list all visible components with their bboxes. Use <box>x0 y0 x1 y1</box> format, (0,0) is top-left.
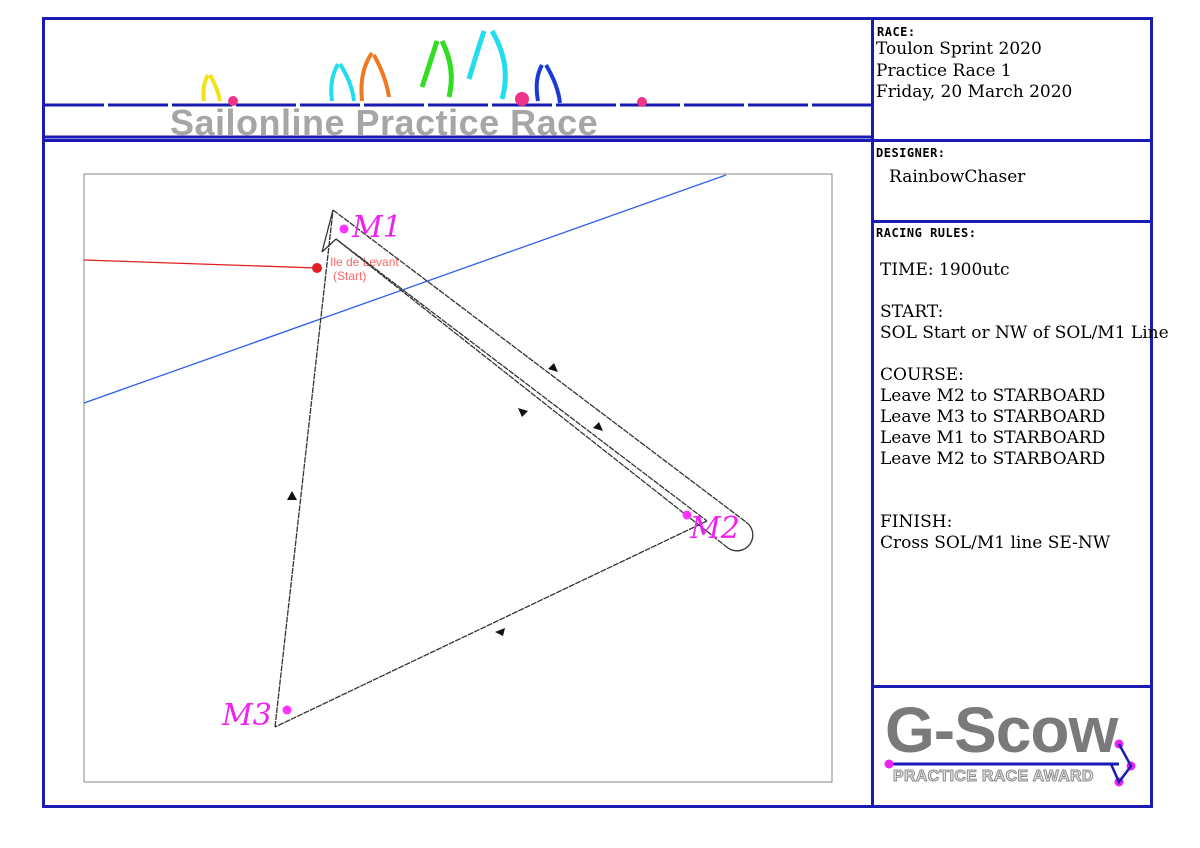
sail-yellow <box>201 73 210 102</box>
race-name: Toulon Sprint 2020 <box>876 39 1042 59</box>
arrow-icon <box>495 628 505 636</box>
route-leg <box>274 209 334 728</box>
rules-label: RACING RULES: <box>876 226 977 240</box>
logo-course-line <box>1109 743 1133 785</box>
map-frame <box>83 173 833 783</box>
route-leg <box>335 238 708 522</box>
rules-time: TIME: 1900utc <box>880 260 1010 280</box>
start-point <box>312 263 322 273</box>
rules-course-leg: Leave M2 to STARBOARD <box>880 449 1106 469</box>
mark-m3 <box>282 705 292 715</box>
route <box>274 209 754 728</box>
sail-green-2 <box>439 39 454 98</box>
race-date: Friday, 20 March 2020 <box>876 82 1073 102</box>
route-leg <box>321 209 334 253</box>
race-subtitle: Practice Race 1 <box>876 61 1012 81</box>
arrow-icon <box>548 363 558 372</box>
rules-course-heading: COURSE: <box>880 365 964 385</box>
direction-arrows <box>287 363 603 636</box>
sail-green <box>419 40 440 88</box>
route-leg <box>274 520 708 728</box>
boat-dot <box>515 92 529 106</box>
start-line <box>83 259 318 269</box>
route-leg <box>332 209 747 523</box>
banner-title: Sailonline Practice Race <box>170 102 599 143</box>
sail-yellow-2 <box>208 74 222 102</box>
logo-brand: G-Scow <box>885 694 1118 766</box>
designer-name: RainbowChaser <box>889 167 1026 187</box>
mark-m1 <box>339 224 349 234</box>
mark-label-m1: M1 <box>351 210 402 245</box>
sail-orange-2 <box>372 54 391 98</box>
start-label-sub: (Start) <box>333 269 366 283</box>
route-turn-m2 <box>727 521 754 552</box>
boat-dot <box>637 97 647 107</box>
rules-start-heading: START: <box>880 302 944 322</box>
sail-blue <box>534 64 544 102</box>
race-label: RACE: <box>877 25 916 39</box>
blue-line <box>83 174 727 404</box>
mark-label-m3: M3 <box>221 698 272 733</box>
rules-course-leg: Leave M3 to STARBOARD <box>880 407 1106 427</box>
logo-award-text: PRACTICE RACE AWARD <box>893 768 1094 786</box>
rules-start-text: SOL Start or NW of SOL/M1 Line <box>880 323 1169 343</box>
sail-cyan <box>329 62 340 102</box>
sail-cyan-big-2 <box>489 29 508 100</box>
logo-panel <box>871 685 1153 808</box>
banner-graphic <box>44 29 872 139</box>
arrow-icon <box>593 422 603 431</box>
sail-orange <box>359 51 374 102</box>
rules-finish-text: Cross SOL/M1 line SE-NW <box>880 533 1111 553</box>
sail-cyan-2 <box>338 62 356 102</box>
logo-graphic <box>884 739 1136 787</box>
rules-course-leg: Leave M2 to STARBOARD <box>880 386 1106 406</box>
mark-m2 <box>682 510 692 520</box>
mark-label-m2: M2 <box>689 511 740 546</box>
arrow-icon <box>287 491 297 500</box>
sail-blue-2 <box>544 63 562 104</box>
sail-cyan-big <box>466 30 487 80</box>
rules-course-leg: Leave M1 to STARBOARD <box>880 428 1106 448</box>
logo-dot <box>884 759 894 769</box>
route-leg <box>321 238 337 253</box>
boat-dot <box>228 96 238 106</box>
route-leg <box>335 238 729 549</box>
designer-label: DESIGNER: <box>876 146 946 160</box>
rules-finish-heading: FINISH: <box>880 512 953 532</box>
arrow-icon <box>518 408 528 417</box>
